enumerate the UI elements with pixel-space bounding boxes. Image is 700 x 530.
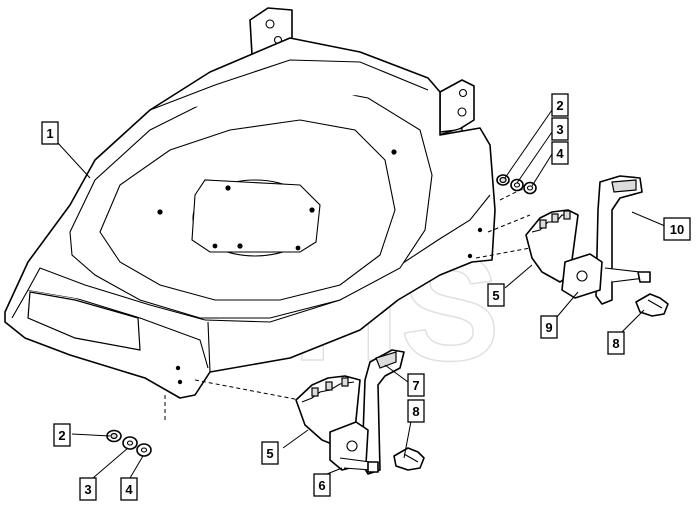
svg-text:4: 4 [556,146,564,161]
svg-text:3: 3 [84,482,91,497]
callout-9: 9 [540,315,558,339]
svg-text:6: 6 [318,478,325,493]
callout-4-right: 4 [551,141,569,165]
svg-text:3: 3 [556,122,563,137]
svg-text:8: 8 [612,336,619,351]
callout-3-right: 3 [551,117,569,141]
svg-text:7: 7 [412,378,419,393]
callout-7: 7 [407,373,425,397]
svg-text:2: 2 [556,98,563,113]
callout-10: 10 [663,217,691,241]
svg-text:4: 4 [125,482,133,497]
svg-text:10: 10 [670,222,684,237]
right-lever [595,175,643,305]
svg-text:5: 5 [266,446,273,461]
svg-text:1: 1 [46,126,53,141]
svg-text:8: 8 [412,404,419,419]
callout-5-right: 5 [487,283,505,307]
left-washers [106,429,152,457]
right-hinge-bracket [561,253,651,299]
callout-5-left: 5 [261,441,279,465]
mower-deck [4,7,496,399]
left-hinge-bracket [329,421,379,473]
right-washers [496,174,537,195]
svg-text:9: 9 [545,320,552,335]
callout-2-left: 2 [53,423,71,447]
svg-text:2: 2 [58,428,65,443]
callout-6: 6 [313,473,331,497]
callout-4-left: 4 [120,477,138,501]
callout-3-left: 3 [79,477,97,501]
callout-8-left: 8 [407,399,425,423]
svg-text:5: 5 [492,288,499,303]
left-bolt [393,447,425,471]
callout-2-right: 2 [551,93,569,117]
callout-8-right: 8 [607,331,625,355]
leader-lines [56,109,666,479]
callout-1: 1 [41,121,59,145]
